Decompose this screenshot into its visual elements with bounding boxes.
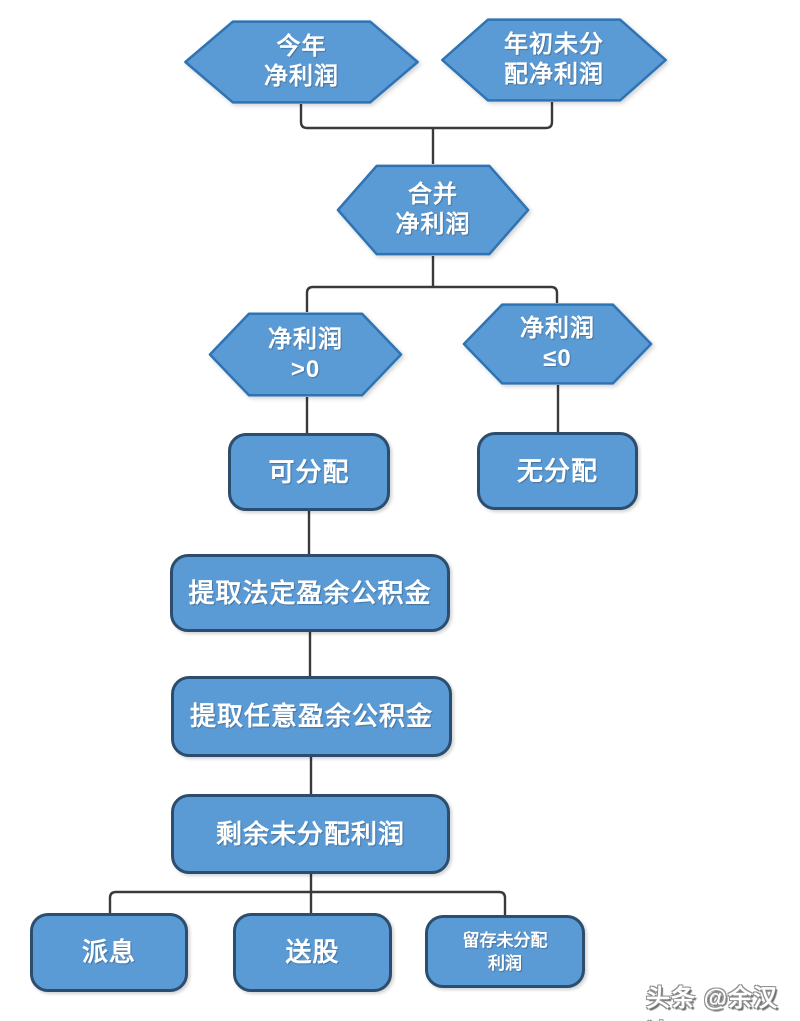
label-line: 利润 [488, 953, 522, 973]
node-label: 今年 净利润 [183, 20, 420, 104]
node-label: 留存未分配 利润 [428, 918, 582, 985]
node-label: 提取法定盈余公积金 [173, 557, 447, 629]
label-line: 提取法定盈余公积金 [188, 577, 432, 608]
label-line: 提取任意盈余公积金 [189, 701, 433, 731]
label-line: 今年 [276, 33, 327, 60]
node-label: 净利润 ≤0 [462, 303, 653, 385]
node-remaining-undistributed-profit: 剩余未分配利润 [171, 794, 450, 874]
label-line: >0 [290, 355, 321, 383]
label-line: 净利润 [520, 315, 595, 342]
node-beginning-undistributed-profit: 年初未分 配净利润 [440, 18, 668, 102]
hexagon-shape [440, 18, 668, 102]
node-label: 可分配 [231, 436, 387, 508]
node-statutory-surplus-reserve: 提取法定盈余公积金 [170, 554, 450, 632]
node-label: 剩余未分配利润 [174, 797, 447, 871]
label-line: ≤0 [543, 345, 572, 372]
label-line: 派息 [81, 937, 136, 967]
label-line: 净利润 [268, 325, 343, 353]
node-net-profit-nonpositive: 净利润 ≤0 [462, 303, 653, 385]
label-line: 合并 [408, 181, 458, 208]
label-line: 剩余未分配利润 [215, 818, 405, 849]
label-line: 净利润 [395, 211, 471, 238]
node-bonus-shares: 送股 [233, 913, 392, 992]
node-distributable: 可分配 [228, 433, 390, 511]
label-line: 留存未分配 [462, 930, 548, 950]
label-line: 年初未分 [504, 31, 604, 58]
node-label: 提取任意盈余公积金 [174, 679, 449, 754]
node-combined-net-profit: 合并 净利润 [336, 164, 530, 256]
node-no-distribution: 无分配 [477, 432, 638, 510]
hexagon-shape [208, 312, 403, 397]
node-label: 年初未分 配净利润 [440, 18, 668, 102]
node-label: 合并 净利润 [336, 164, 530, 256]
watermark: 头条 @余汉波 [646, 985, 779, 1021]
node-this-year-net-profit: 今年 净利润 [183, 20, 420, 104]
hexagon-shape [183, 20, 420, 104]
node-discretionary-surplus-reserve: 提取任意盈余公积金 [171, 676, 452, 757]
label-line: 无分配 [516, 455, 598, 486]
node-label: 无分配 [480, 435, 635, 507]
hexagon-shape [336, 164, 530, 256]
node-label: 派息 [33, 916, 185, 989]
hexagon-shape [462, 303, 653, 385]
node-label: 送股 [236, 916, 389, 989]
label-line: 配净利润 [504, 61, 604, 88]
label-line: 可分配 [268, 456, 350, 487]
node-dividend: 派息 [30, 913, 188, 992]
node-label: 净利润 >0 [208, 312, 403, 397]
label-line: 送股 [285, 937, 340, 967]
node-retained-undistributed-profit: 留存未分配 利润 [425, 915, 585, 988]
node-net-profit-positive: 净利润 >0 [208, 312, 403, 397]
label-line: 净利润 [264, 63, 339, 90]
